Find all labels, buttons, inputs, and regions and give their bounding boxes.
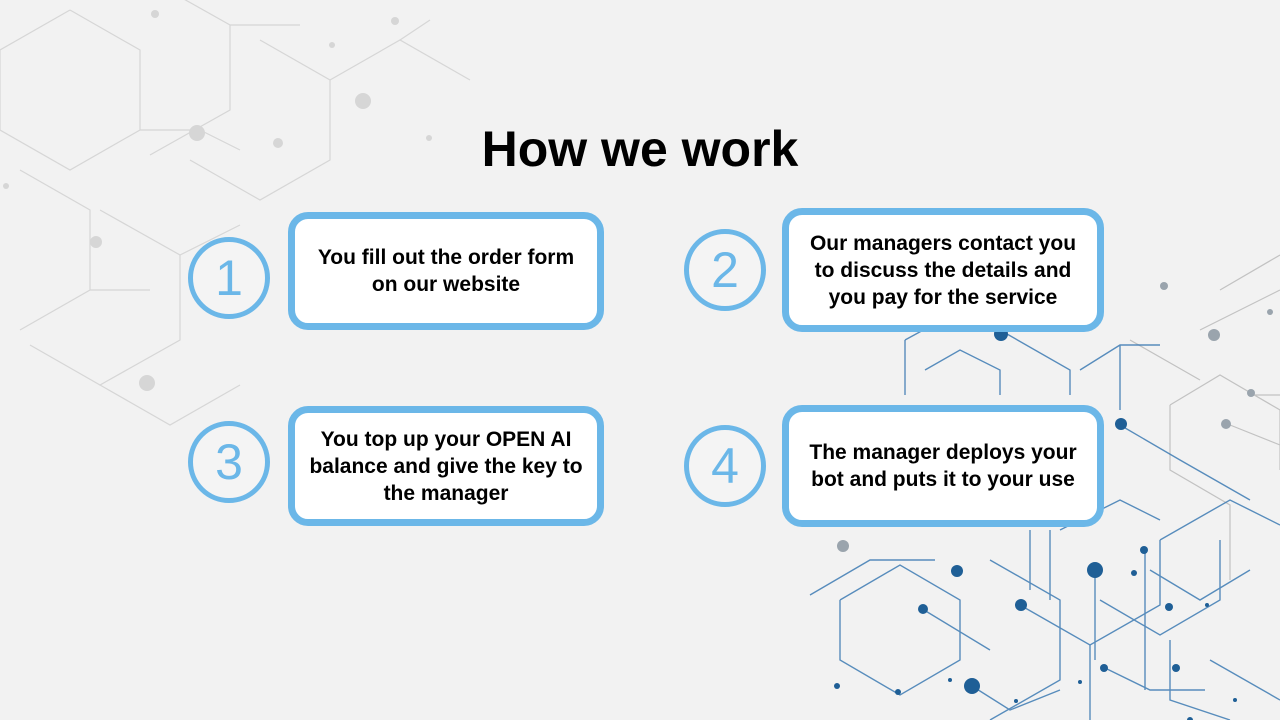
step-1-card: You fill out the order form on our websi… <box>288 212 604 330</box>
step-2-number: 2 <box>711 242 739 298</box>
step-3-number-circle: 3 <box>188 421 270 503</box>
step-1-number: 1 <box>215 250 243 306</box>
step-2-number-circle: 2 <box>684 229 766 311</box>
step-4-text: The manager deploys your bot and puts it… <box>809 441 1077 491</box>
step-4-card: The manager deploys your bot and puts it… <box>782 405 1104 527</box>
step-2-card: Our managers contact you to discuss the … <box>782 208 1104 332</box>
step-3-card: You top up your OPEN AI balance and give… <box>288 406 604 526</box>
step-3-number: 3 <box>215 434 243 490</box>
step-4-number: 4 <box>711 438 739 494</box>
step-1-text: You fill out the order form on our websi… <box>317 246 575 296</box>
step-3-text: You top up your OPEN AI balance and give… <box>309 427 583 505</box>
step-1-number-circle: 1 <box>188 237 270 319</box>
step-2-text: Our managers contact you to discuss the … <box>809 231 1077 309</box>
page-title: How we work <box>481 121 799 177</box>
step-4-number-circle: 4 <box>684 425 766 507</box>
